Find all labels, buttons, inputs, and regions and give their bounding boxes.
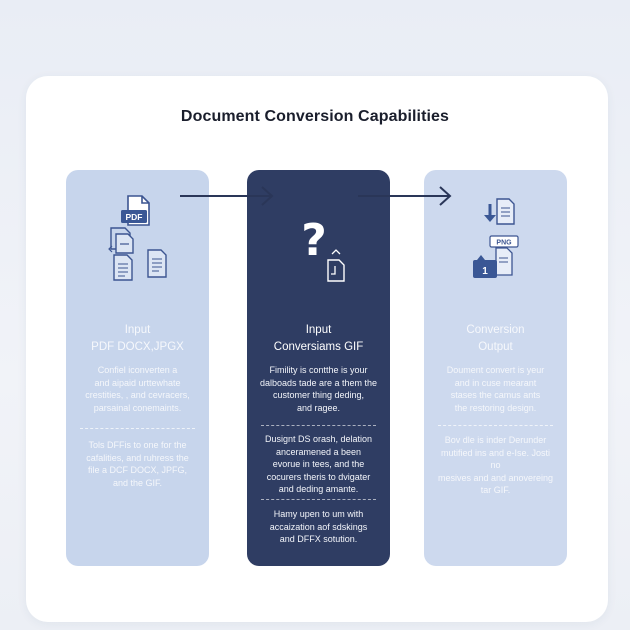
column-2-paragraph-2: Dusignt DS orash, delation anceramened a… — [259, 433, 378, 496]
text-document-icon — [113, 254, 133, 281]
download-document-icon — [484, 198, 515, 225]
text-line: stases the camus ants — [450, 390, 541, 400]
text-line: and aipaid urttewhate — [94, 377, 181, 388]
text-line: accaization aof sdskings — [269, 521, 368, 532]
text-line: and in cuse mearant — [454, 377, 537, 388]
pdf-label: PDF — [126, 212, 143, 222]
text-line: cafalities, and ruhress the — [86, 452, 189, 463]
column-input-formats: PDF Input PDF DOCX,JPGX Confiel — [66, 170, 209, 566]
text-line: and DFFX sotution. — [279, 534, 358, 544]
text-line: mutified ins and e-Ise. Josti no — [440, 447, 551, 471]
divider — [80, 428, 195, 429]
svg-text:?: ? — [301, 215, 327, 266]
text-line: Bov dle is inder Derunder — [444, 435, 547, 445]
column-1-heading-line-1: Input — [124, 324, 151, 336]
question-mark-icon: ? — [301, 215, 327, 266]
column-3-paragraph-2: Bov dle is inder Derunder mutified ins a… — [436, 434, 555, 497]
column-3-heading-line-2: Output — [478, 341, 513, 353]
column-3-paragraph-1: Doument convert is yeur and in cuse mear… — [436, 364, 555, 414]
divider — [438, 425, 553, 426]
output-folder-icon: 1 — [473, 255, 497, 278]
text-line: cocurers theris to dvigater — [266, 471, 371, 482]
text-line: parsainal conemaints. — [93, 402, 182, 413]
stacked-document-icon — [495, 247, 513, 276]
column-1-heading: Input PDF DOCX,JPGX — [66, 322, 209, 356]
flow-arrow-2-to-3 — [358, 186, 452, 206]
column-2-paragraph-1: Fimility is contthe is your dalboads tad… — [259, 364, 378, 414]
text-line: dalboads tade are a them the — [259, 377, 378, 388]
column-1-paragraph-2: Tols DFFis to one for the cafalities, an… — [78, 439, 197, 489]
column-1-icons: PDF — [108, 195, 167, 281]
text-line: Tols DFFis to one for the — [88, 440, 187, 450]
divider — [261, 425, 376, 426]
column-2-paragraph-3: Hamy upen to um with accaization aof sds… — [259, 508, 378, 546]
file-convert-icon — [327, 249, 345, 282]
text-line: tar GIF. — [480, 485, 511, 495]
column-1-paragraph-1: Confiel iconverten a and aipaid urttewha… — [78, 364, 197, 414]
text-line: and the GIF. — [112, 477, 163, 488]
column-2-icons: ? — [301, 215, 345, 282]
text-line: Doument convert is yeur — [446, 365, 545, 375]
png-file-icon: PNG — [489, 235, 519, 248]
text-line: customer thing deding, — [272, 390, 365, 400]
column-conversion-output: PNG 1 Conversion Output Doument convert … — [424, 170, 567, 566]
text-line: Hamy upen to um with — [273, 509, 364, 519]
pdf-file-icon: PDF — [121, 195, 150, 226]
text-line: evorue in tees, and the — [272, 459, 365, 469]
column-2-heading: Input Conversiams GIF — [247, 322, 390, 356]
text-line: anceramened a been — [275, 446, 362, 457]
text-line: Confiel iconverten a — [97, 365, 178, 375]
text-line: the restoring design. — [454, 402, 537, 413]
flow-arrow-1-to-2 — [180, 186, 274, 206]
text-line: crestities, , and cevracers, — [85, 390, 190, 400]
column-3-heading: Conversion Output — [424, 322, 567, 356]
text-line: and ragee. — [296, 402, 341, 413]
diagram-title: Document Conversion Capabilities — [180, 108, 450, 125]
png-label: PNG — [496, 240, 512, 247]
text-line: Dusignt DS orash, delation — [264, 434, 373, 444]
text-line: mesives and and anovereing — [437, 472, 554, 483]
text-line: file a DCF DOCX, JPFG, — [87, 465, 187, 475]
column-3-icons: PNG 1 — [473, 198, 519, 278]
divider — [261, 499, 376, 500]
column-1-heading-line-2: PDF DOCX,JPGX — [91, 341, 184, 353]
output-badge: 1 — [482, 266, 488, 277]
text-document-icon — [147, 249, 167, 278]
text-line: Fimility is contthe is your — [269, 365, 368, 375]
documents-swap-icon — [108, 227, 134, 254]
text-line: and deding amante. — [278, 484, 359, 494]
column-input-conversions: ? Input Conversiams GIF Fimility is cont… — [247, 170, 390, 566]
column-2-heading-line-2: Conversiams GIF — [273, 341, 364, 353]
column-2-heading-line-1: Input — [305, 324, 332, 336]
column-3-heading-line-1: Conversion — [466, 324, 525, 336]
